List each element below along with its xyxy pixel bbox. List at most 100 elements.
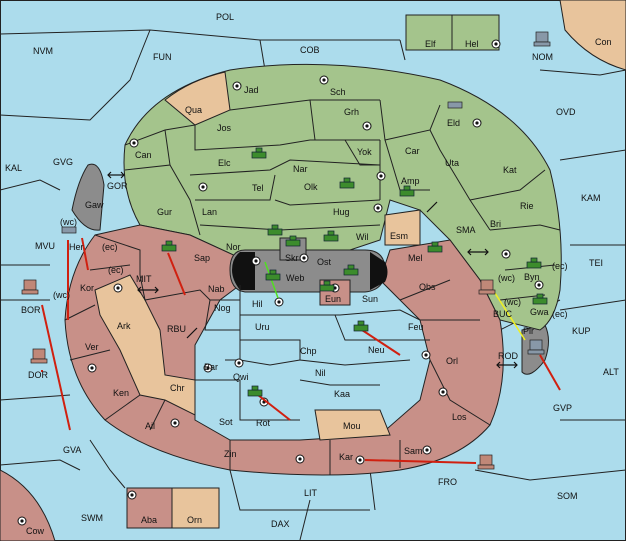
- fleet-unit-nom: [533, 31, 551, 47]
- coast-label-her-wc: (wc): [60, 217, 77, 227]
- coast-label-byn-ec: (ec): [552, 261, 568, 271]
- army-unit-ost: [343, 264, 359, 276]
- units[interactable]: [161, 147, 548, 397]
- label-bri: Bri: [490, 219, 501, 229]
- coast-label-gwa-ec: (ec): [552, 309, 568, 319]
- fleets[interactable]: [21, 31, 551, 470]
- label-feu: Feu: [408, 322, 424, 332]
- label-hug: Hug: [333, 207, 350, 217]
- label-qwi: Qwi: [233, 372, 249, 382]
- label-kar: Kar: [339, 452, 353, 462]
- province-labels: POL NVM FUN COB Elf Hel NOM Con Jad Sch …: [5, 12, 619, 536]
- label-kaa: Kaa: [334, 389, 350, 399]
- label-bar: Bar: [204, 362, 218, 372]
- label-sch: Sch: [330, 87, 346, 97]
- label-elf: Elf: [425, 39, 436, 49]
- army-unit-mel: [427, 241, 443, 253]
- label-gwa: Gwa: [530, 307, 549, 317]
- label-nab: Nab: [208, 284, 225, 294]
- label-sun: Sun: [362, 294, 378, 304]
- coast-label-gwa-wc: (wc): [504, 297, 521, 307]
- label-jad: Jad: [244, 85, 259, 95]
- label-kal: KAL: [5, 163, 22, 173]
- army-unit-skr: [285, 235, 301, 247]
- label-qua: Qua: [185, 105, 202, 115]
- province-gaw[interactable]: [71, 163, 105, 231]
- label-ail: Ail: [145, 421, 155, 431]
- label-orn: Orn: [187, 515, 202, 525]
- red-borders: [64, 234, 491, 475]
- label-kup: KUP: [572, 326, 591, 336]
- label-chr: Chr: [170, 383, 185, 393]
- label-kor: Kor: [80, 283, 94, 293]
- fleet-unit-dor: [30, 348, 48, 364]
- label-ark: Ark: [117, 321, 131, 331]
- army-unit-web: [265, 269, 281, 281]
- label-chp: Chp: [300, 346, 317, 356]
- label-obs: Obs: [419, 282, 436, 292]
- label-gor: GOR: [107, 181, 128, 191]
- label-rbu: RBU: [167, 324, 186, 334]
- label-hel: Hel: [465, 39, 479, 49]
- fleet-unit-bor: [21, 279, 39, 295]
- label-cob: COB: [300, 45, 320, 55]
- label-sam: Sam: [404, 446, 423, 456]
- label-olk: Olk: [304, 182, 318, 192]
- province-qua[interactable]: [164, 71, 231, 126]
- label-mvu: MVU: [35, 241, 55, 251]
- province-mou[interactable]: [314, 409, 391, 441]
- label-nom: NOM: [532, 52, 553, 62]
- label-ost: Ost: [317, 257, 332, 267]
- label-wil: Wil: [356, 232, 369, 242]
- label-fun: FUN: [153, 52, 172, 62]
- label-esm: Esm: [390, 231, 408, 241]
- label-nvm: NVM: [33, 46, 53, 56]
- army-unit-olk: [339, 177, 355, 189]
- army-unit-rie: [532, 293, 548, 305]
- army-unit-elc: [251, 147, 267, 159]
- label-som: SOM: [557, 491, 578, 501]
- province-hel[interactable]: [451, 14, 500, 51]
- label-uru: Uru: [255, 322, 270, 332]
- label-mit: MIT: [136, 274, 152, 284]
- army-unit-sap: [161, 240, 177, 252]
- label-buc: BUC: [493, 309, 513, 319]
- label-sap: Sap: [194, 253, 210, 263]
- label-alt: ALT: [603, 367, 619, 377]
- label-nil: Nil: [315, 368, 326, 378]
- province-orn[interactable]: [171, 487, 220, 529]
- label-aba: Aba: [141, 515, 157, 525]
- label-gvg: GVG: [53, 157, 73, 167]
- label-rot: Rot: [256, 418, 271, 428]
- coast-label-byn-wc: (wc): [498, 273, 515, 283]
- label-nar: Nar: [293, 164, 308, 174]
- label-nog: Nog: [214, 303, 231, 313]
- label-amp: Amp: [401, 176, 420, 186]
- label-web: Web: [286, 273, 304, 283]
- label-ken: Ken: [113, 388, 129, 398]
- label-hil: Hil: [252, 299, 263, 309]
- coast-label-kor-ec: (ec): [108, 265, 124, 275]
- label-skr: Skr: [285, 253, 299, 263]
- army-unit-qwi: [247, 385, 263, 397]
- label-zin: Zin: [224, 449, 237, 459]
- army-unit-nor: [267, 224, 283, 236]
- label-can: Can: [135, 150, 152, 160]
- label-swm: SWM: [81, 513, 103, 523]
- label-los: Los: [452, 412, 467, 422]
- province-ark-chr[interactable]: [94, 274, 196, 416]
- label-mou: Mou: [343, 421, 361, 431]
- coast-label-her-ec: (ec): [102, 242, 118, 252]
- label-neu: Neu: [368, 345, 385, 355]
- fleet-unit-mvu: [61, 226, 77, 234]
- label-ver: Ver: [85, 342, 99, 352]
- label-kat: Kat: [503, 165, 517, 175]
- label-eun: Eun: [325, 294, 341, 304]
- label-byn: Byn: [524, 272, 540, 282]
- label-uta: Uta: [445, 158, 459, 168]
- label-grh: Grh: [344, 107, 359, 117]
- label-eld: Eld: [447, 118, 460, 128]
- supply-centers: [17, 39, 544, 526]
- army-unit-ost2: [319, 280, 335, 292]
